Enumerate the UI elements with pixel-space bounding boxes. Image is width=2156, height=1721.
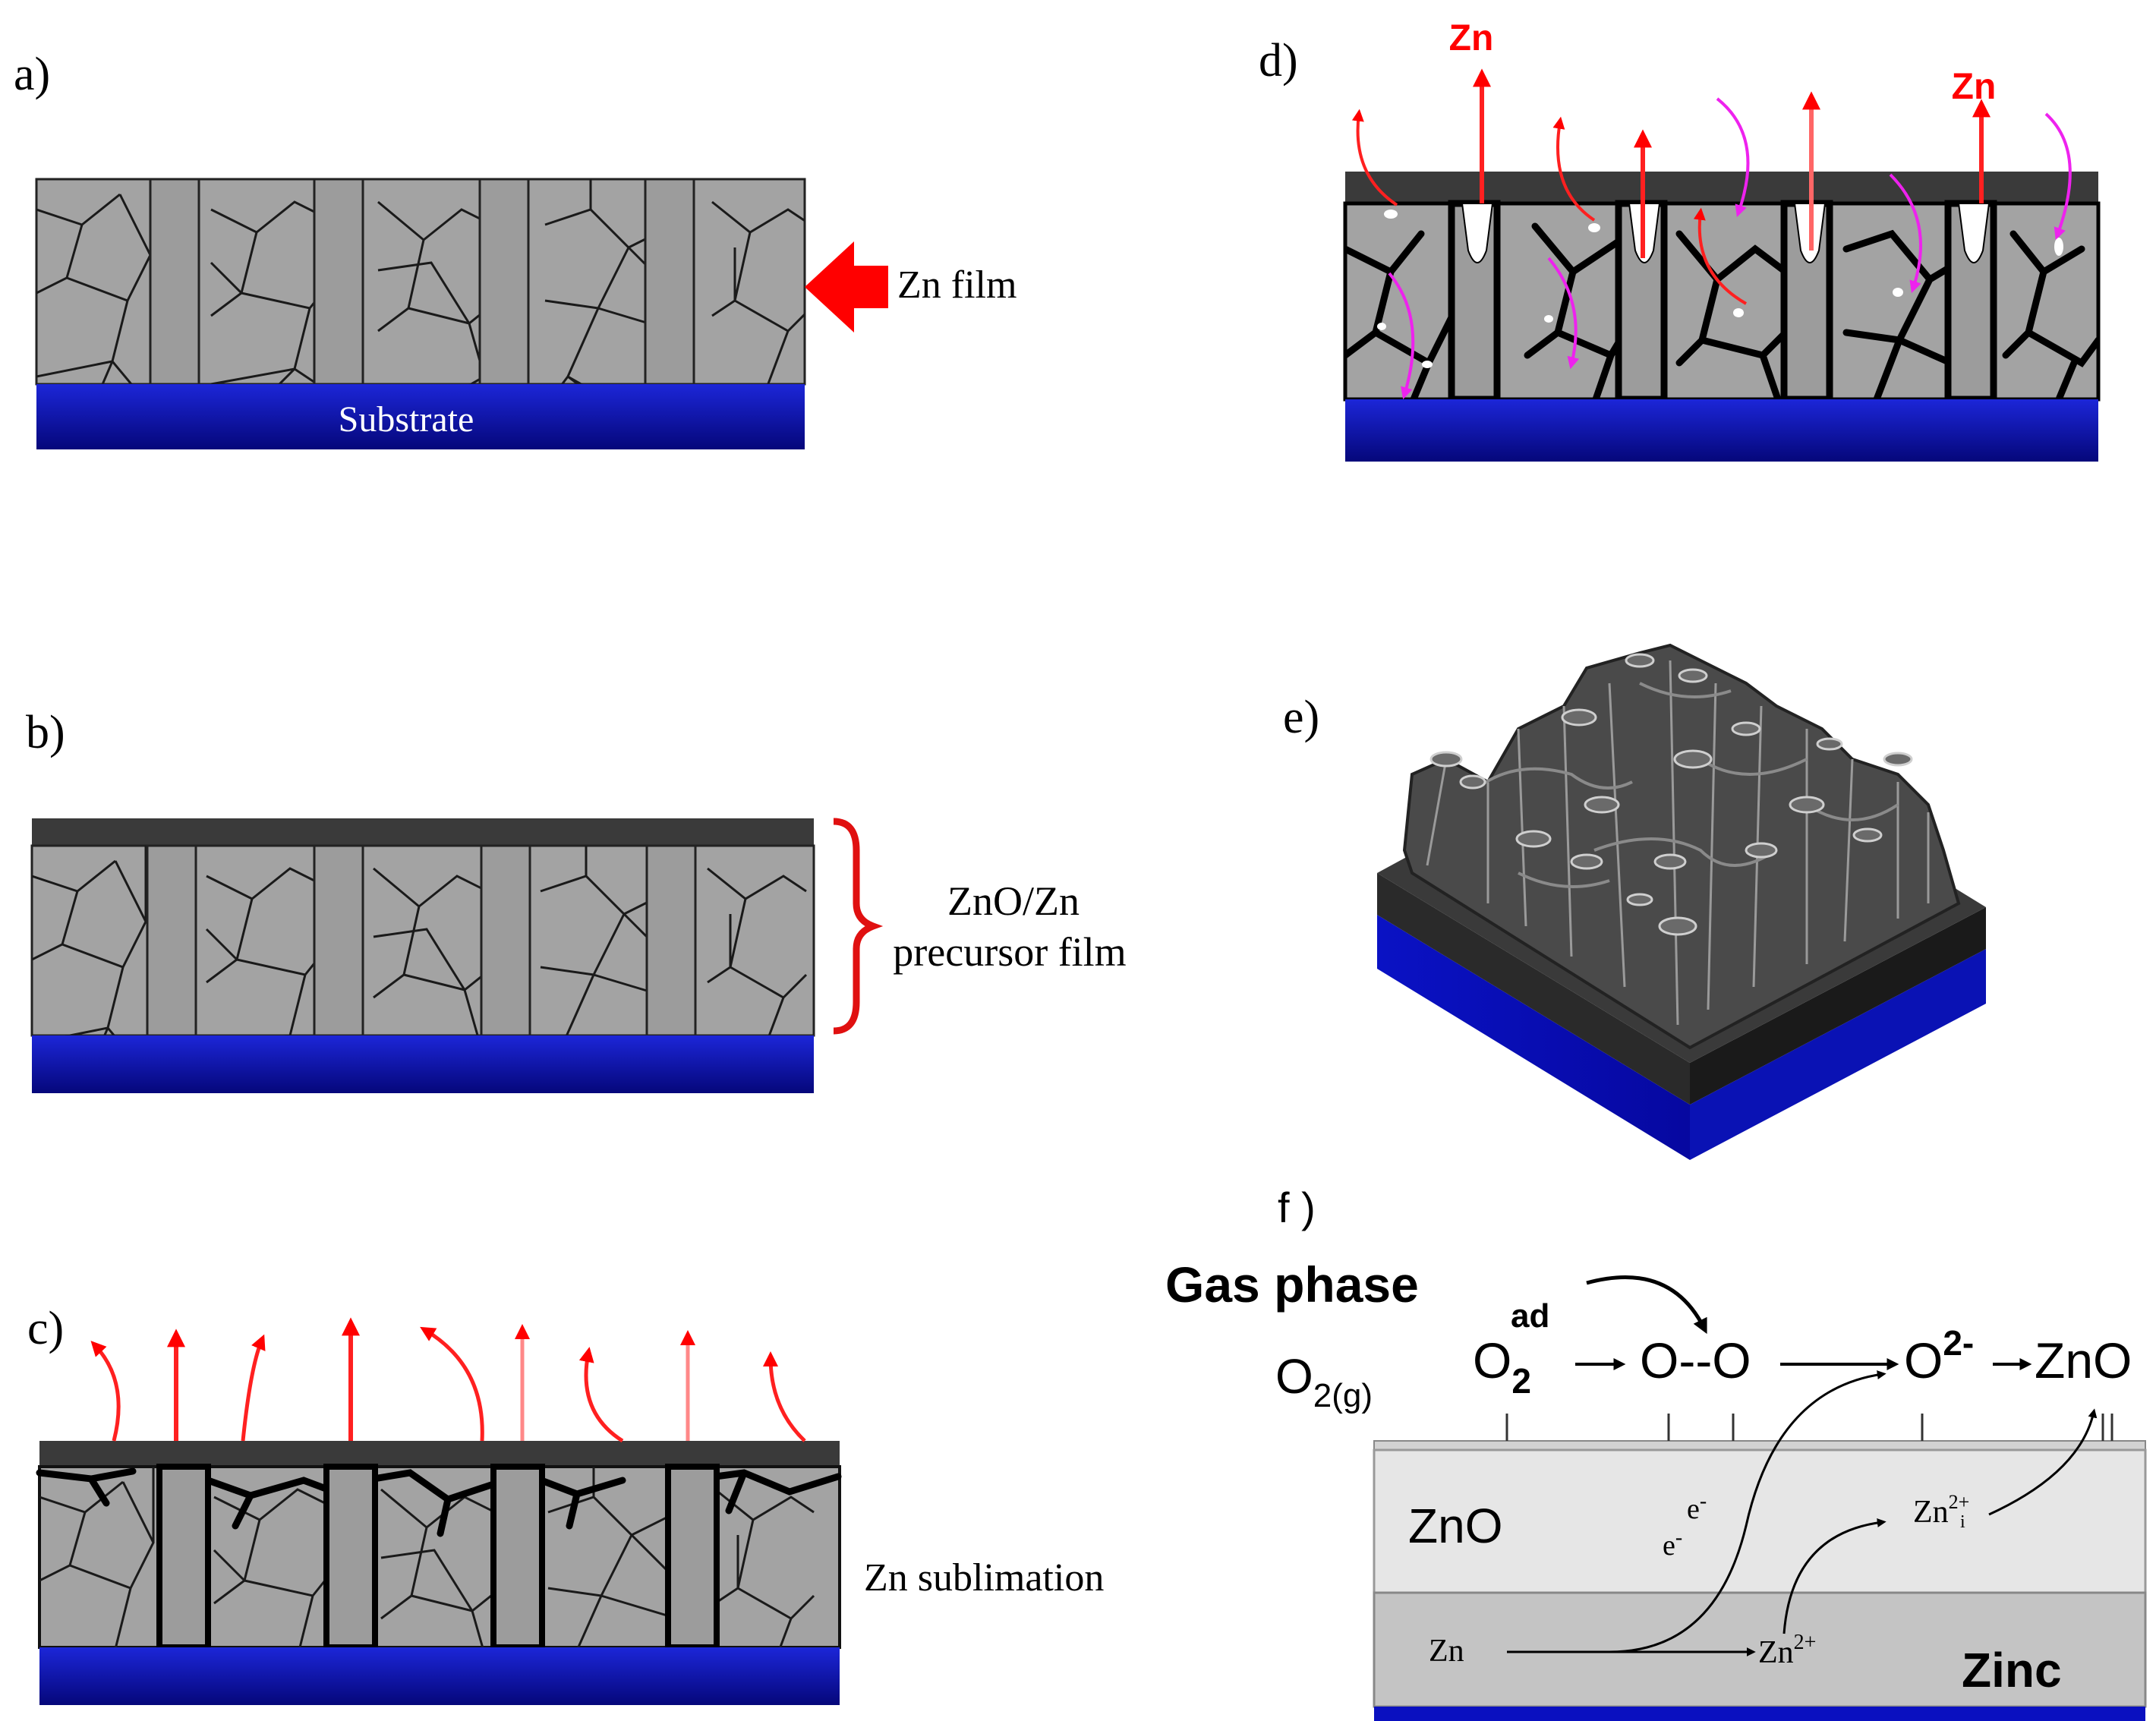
column-tops xyxy=(1429,653,1913,936)
zn-interstitial-subscript: i xyxy=(1960,1512,1965,1532)
void xyxy=(1461,203,1494,263)
zinc-layer-label: Zinc xyxy=(1962,1643,2062,1697)
zn-out-arrows xyxy=(1351,68,1991,305)
substrate-label: Substrate xyxy=(339,399,474,440)
zn2plus-label: Zn2+ xyxy=(1758,1631,1816,1670)
column xyxy=(478,178,530,386)
column xyxy=(480,844,531,1037)
electron-label: e- xyxy=(1663,1526,1682,1562)
surface-arrows xyxy=(1575,1275,2032,1370)
zn-film-arrow xyxy=(805,241,888,333)
zinc-layer xyxy=(1373,1591,2147,1708)
column xyxy=(665,1464,720,1650)
panel-a: a) Substrate Zn film xyxy=(14,49,1017,449)
column xyxy=(490,1464,545,1650)
substrate-strip xyxy=(1374,1707,2145,1721)
substrate xyxy=(36,384,805,449)
zn-label-right: Zn xyxy=(1952,67,1997,107)
substrate xyxy=(32,1035,814,1093)
column-edges xyxy=(1426,660,1930,1026)
precursor-label-line2: precursor film xyxy=(893,929,1126,975)
electron-label: e- xyxy=(1687,1489,1707,1525)
panel-d-film xyxy=(1343,200,2101,403)
ridge-lines xyxy=(1479,682,1899,888)
zn-sublimation-label: Zn sublimation xyxy=(864,1556,1104,1600)
panel-b-label: b) xyxy=(26,707,65,758)
panel-d-label: d) xyxy=(1259,35,1298,87)
column xyxy=(146,844,197,1037)
bulk-arrows xyxy=(1507,1370,2098,1656)
zn-interstitial-label: Zn2+ xyxy=(1913,1491,1969,1530)
column xyxy=(323,1464,378,1650)
panel-a-film xyxy=(35,178,806,386)
o2-adsorbed: O2 xyxy=(1473,1332,1531,1401)
panel-c-label: c) xyxy=(27,1303,64,1354)
substrate xyxy=(39,1647,840,1705)
precursor-brace xyxy=(833,818,884,1035)
column xyxy=(313,844,364,1037)
panel-a-label: a) xyxy=(14,49,50,100)
zn-film-label: Zn film xyxy=(897,263,1017,307)
void xyxy=(1957,203,1991,263)
precursor-label-line1: ZnO/Zn xyxy=(947,878,1080,924)
panel-d: d) xyxy=(1259,18,2101,462)
o2-adsorbed-superscript: ad xyxy=(1511,1297,1549,1335)
sublimation-arrows xyxy=(90,1317,806,1443)
oxide-top-layer xyxy=(32,818,814,846)
zno-product: ZnO xyxy=(2035,1332,2132,1388)
column xyxy=(156,1464,211,1650)
film-side-left xyxy=(1377,873,1690,1105)
zn-metal-label: Zn xyxy=(1429,1634,1464,1669)
oxide-top-layer xyxy=(1345,172,2098,203)
oxygen-in-arrows xyxy=(1388,97,2072,400)
gas-phase-label: Gas phase xyxy=(1165,1256,1419,1313)
substrate xyxy=(1345,399,2098,462)
panel-c: c) Zn sublimation xyxy=(27,1303,1104,1705)
panel-e-label: e) xyxy=(1283,692,1319,743)
film-side-right xyxy=(1690,907,1986,1105)
o2-gas: O2(g) xyxy=(1275,1349,1373,1414)
zno-layer-label: ZnO xyxy=(1408,1499,1502,1553)
substrate-side-right xyxy=(1690,949,1986,1160)
o-o-species: O--O xyxy=(1640,1332,1751,1388)
panel-b-film xyxy=(30,844,815,1037)
column xyxy=(313,178,364,386)
column xyxy=(149,178,200,386)
surface-ticks xyxy=(1505,1414,2113,1441)
panel-e: e) xyxy=(1283,643,1986,1160)
zno-layer xyxy=(1373,1448,2147,1594)
small-voids xyxy=(1377,210,2063,368)
column xyxy=(645,844,697,1037)
oxide-top-layer xyxy=(39,1441,840,1467)
column xyxy=(644,178,695,386)
surface-line xyxy=(1373,1440,2146,1451)
panel-f: f ) Gas phase O2(g) O2 ad O--O O2- ZnO xyxy=(1165,1184,2147,1721)
zn-label-left: Zn xyxy=(1449,18,1494,58)
o2-minus: O2- xyxy=(1904,1323,1974,1388)
substrate-side-left xyxy=(1377,915,1690,1160)
panel-b: b) ZnO/Zn precursor film xyxy=(26,707,1127,1093)
panel-f-label: f ) xyxy=(1278,1184,1316,1231)
